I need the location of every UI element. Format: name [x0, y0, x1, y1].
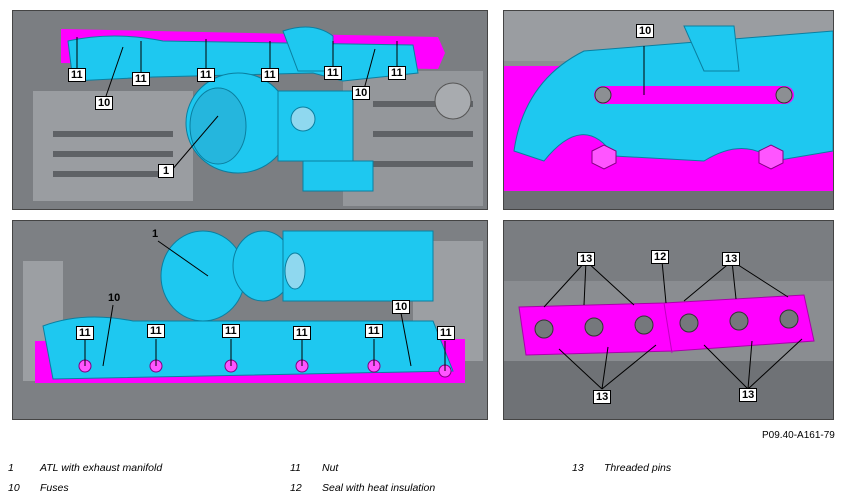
callout-label: 10	[392, 300, 411, 314]
illustration-panel-bottom-left	[12, 220, 488, 420]
turbocharger-illustration	[13, 221, 487, 419]
callout-label: 11	[147, 324, 165, 338]
callout-label: 13	[722, 252, 741, 266]
callout-label: 11	[365, 324, 383, 338]
illustration-panel-top-left	[12, 10, 488, 210]
legend-text: Seal with heat insulation	[322, 482, 436, 494]
callout-label: 10	[352, 86, 371, 100]
illustration-panel-top-right	[503, 10, 834, 210]
legend-text: Fuses	[40, 482, 69, 494]
callout-label: 10	[108, 292, 121, 304]
legend-number: 12	[290, 482, 302, 494]
callout-label: 13	[739, 388, 758, 402]
callout-label: 11	[68, 68, 86, 82]
callout-label: 11	[132, 72, 150, 86]
legend-number: 10	[8, 482, 20, 494]
legend-text: ATL with exhaust manifold	[40, 462, 163, 474]
legend-number: 11	[290, 462, 301, 474]
callout-label: 11	[324, 66, 342, 80]
callout-label: 11	[197, 68, 215, 82]
callout-label: 10	[95, 96, 114, 110]
engine-illustration	[13, 11, 487, 209]
callout-label: 11	[293, 326, 311, 340]
manifold-detail-illustration	[504, 11, 833, 209]
legend-text: Nut	[322, 462, 339, 474]
callout-label: 1	[158, 164, 174, 178]
callout-label: 11	[261, 68, 279, 82]
legend-text: Threaded pins	[604, 462, 672, 474]
callout-label: 13	[577, 252, 596, 266]
legend-number: 13	[572, 462, 584, 474]
callout-label: 11	[222, 324, 240, 338]
legend-number: 1	[8, 462, 14, 474]
callout-label: 12	[651, 250, 670, 264]
callout-label: 13	[593, 390, 612, 404]
callout-label: 11	[437, 326, 455, 340]
callout-label: 11	[388, 66, 406, 80]
figure-code: P09.40-A161-79	[762, 430, 835, 441]
callout-label: 1	[151, 228, 159, 240]
callout-label: 10	[636, 24, 655, 38]
callout-label: 11	[76, 326, 94, 340]
